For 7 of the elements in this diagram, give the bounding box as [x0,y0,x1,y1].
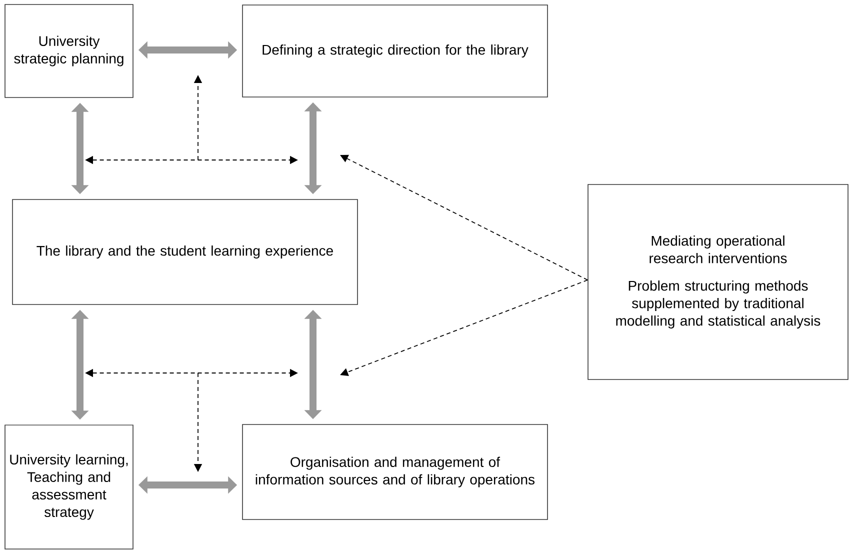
text-box: Defining a strategic direction for the library [242,4,548,98]
text-box: The library and the student learning experience [12,199,358,305]
text-box: Organisation and management of information sources and of library operations [242,424,548,520]
dashed-arrow [340,154,588,280]
text-box: University strategic planning [4,4,134,98]
text-box: Mediating operational research interventions Problem structuring methods supplemented by traditional modelling and statistical analysis [588,184,848,380]
text-box: University learning, Teaching and assessment strategy [4,424,134,550]
